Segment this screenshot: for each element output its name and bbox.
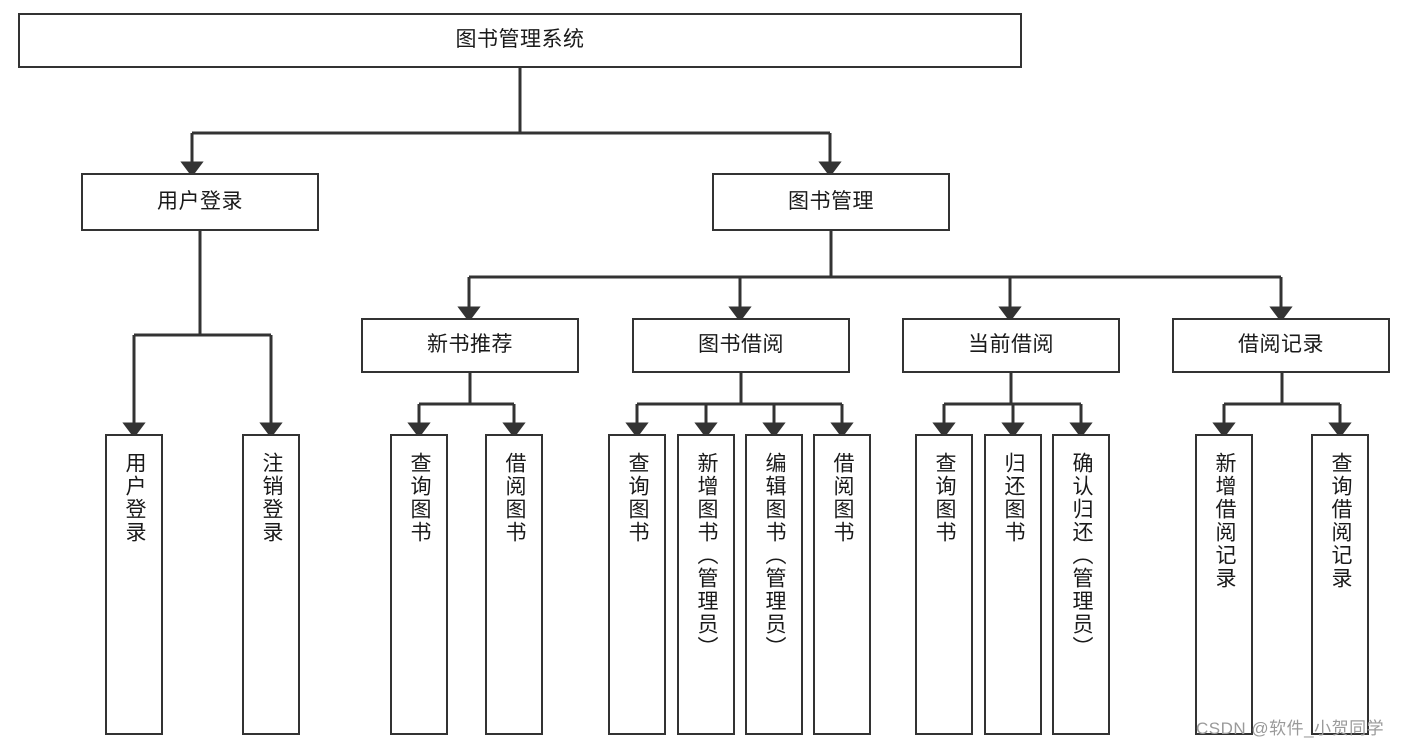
- node-current-borrow-label: 当前借阅: [968, 333, 1054, 357]
- node-leaf-edit-book-admin[interactable]: 编辑图书（管理员）: [745, 434, 803, 735]
- csdn-watermark: CSDN @软件_小贺同学: [1196, 719, 1385, 738]
- node-leaf-query-borrow-record[interactable]: 查询借阅记录: [1311, 434, 1369, 735]
- node-leaf-add-book-admin[interactable]: 新增图书（管理员）: [677, 434, 735, 735]
- node-leaf-confirm-return-admin[interactable]: 确认归还（管理员）: [1052, 434, 1110, 735]
- node-leaf-logout-label: 注销登录: [260, 452, 284, 544]
- node-leaf-borrow-book-rec-label: 借阅图书: [503, 452, 527, 544]
- node-leaf-query-book-current[interactable]: 查询图书: [915, 434, 973, 735]
- node-leaf-query-book-borrow[interactable]: 查询图书: [608, 434, 666, 735]
- node-user-login-label: 用户登录: [157, 189, 243, 213]
- node-user-login[interactable]: 用户登录: [81, 173, 319, 231]
- node-book-management-label: 图书管理: [788, 189, 874, 213]
- node-leaf-confirm-return-admin-label: 确认归还（管理员）: [1070, 452, 1094, 659]
- node-leaf-query-book-rec-label: 查询图书: [408, 452, 432, 544]
- node-leaf-add-borrow-record[interactable]: 新增借阅记录: [1195, 434, 1253, 735]
- node-leaf-user-login[interactable]: 用户登录: [105, 434, 163, 735]
- node-leaf-borrow-book-label: 借阅图书: [831, 452, 855, 544]
- node-leaf-edit-book-admin-label: 编辑图书（管理员）: [763, 452, 787, 659]
- node-leaf-query-borrow-record-label: 查询借阅记录: [1329, 452, 1353, 590]
- node-leaf-query-book-current-label: 查询图书: [933, 452, 957, 544]
- node-current-borrow[interactable]: 当前借阅: [902, 318, 1120, 373]
- node-borrow-record[interactable]: 借阅记录: [1172, 318, 1390, 373]
- node-new-book-recommend-label: 新书推荐: [427, 333, 513, 357]
- node-leaf-query-book-borrow-label: 查询图书: [626, 452, 650, 544]
- node-leaf-add-borrow-record-label: 新增借阅记录: [1213, 452, 1237, 590]
- node-root-system[interactable]: 图书管理系统: [18, 13, 1022, 68]
- node-leaf-borrow-book-rec[interactable]: 借阅图书: [485, 434, 543, 735]
- node-leaf-user-login-label: 用户登录: [123, 452, 147, 544]
- node-leaf-borrow-book[interactable]: 借阅图书: [813, 434, 871, 735]
- node-leaf-return-book[interactable]: 归还图书: [984, 434, 1042, 735]
- node-book-borrow[interactable]: 图书借阅: [632, 318, 850, 373]
- node-new-book-recommend[interactable]: 新书推荐: [361, 318, 579, 373]
- node-root-system-label: 图书管理系统: [455, 28, 585, 52]
- node-borrow-record-label: 借阅记录: [1238, 333, 1324, 357]
- node-leaf-add-book-admin-label: 新增图书（管理员）: [695, 452, 719, 659]
- node-book-management[interactable]: 图书管理: [712, 173, 950, 231]
- node-leaf-return-book-label: 归还图书: [1002, 452, 1026, 544]
- node-leaf-query-book-rec[interactable]: 查询图书: [390, 434, 448, 735]
- node-book-borrow-label: 图书借阅: [698, 333, 784, 357]
- node-leaf-logout[interactable]: 注销登录: [242, 434, 300, 735]
